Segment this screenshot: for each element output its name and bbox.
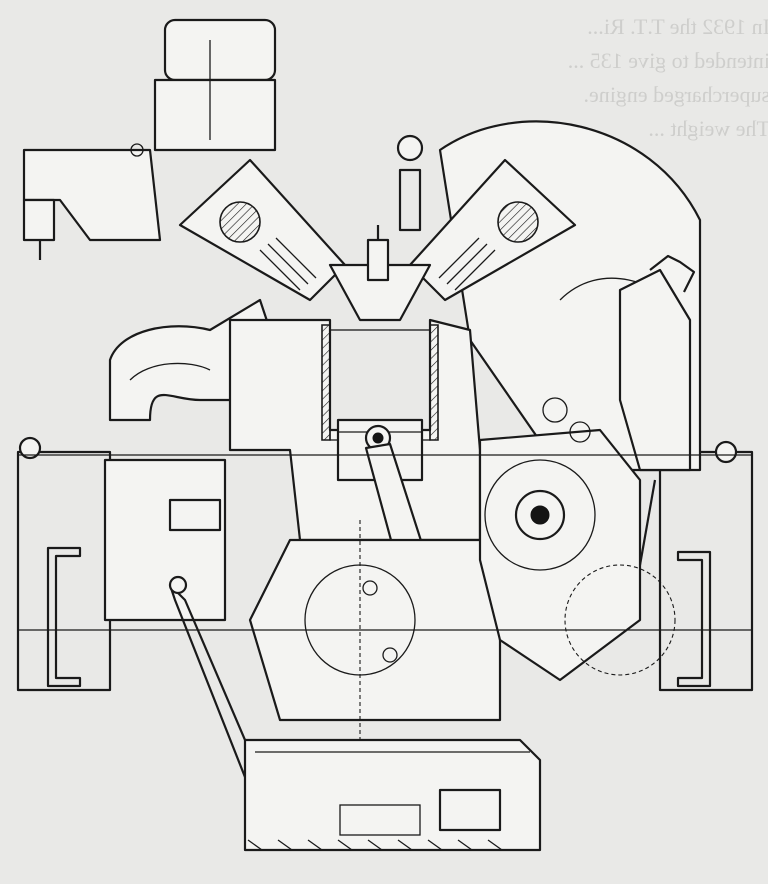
chassis-frame-right xyxy=(658,440,754,692)
cylinder-head-right xyxy=(408,158,577,302)
oil-sump xyxy=(243,738,542,852)
combustion-chamber xyxy=(328,134,432,322)
cylinder-head-left xyxy=(178,158,347,302)
chassis-frame-left xyxy=(16,436,112,692)
timing-gear-housing xyxy=(478,397,676,682)
blower-housing xyxy=(438,120,702,472)
carburettor xyxy=(22,18,277,260)
